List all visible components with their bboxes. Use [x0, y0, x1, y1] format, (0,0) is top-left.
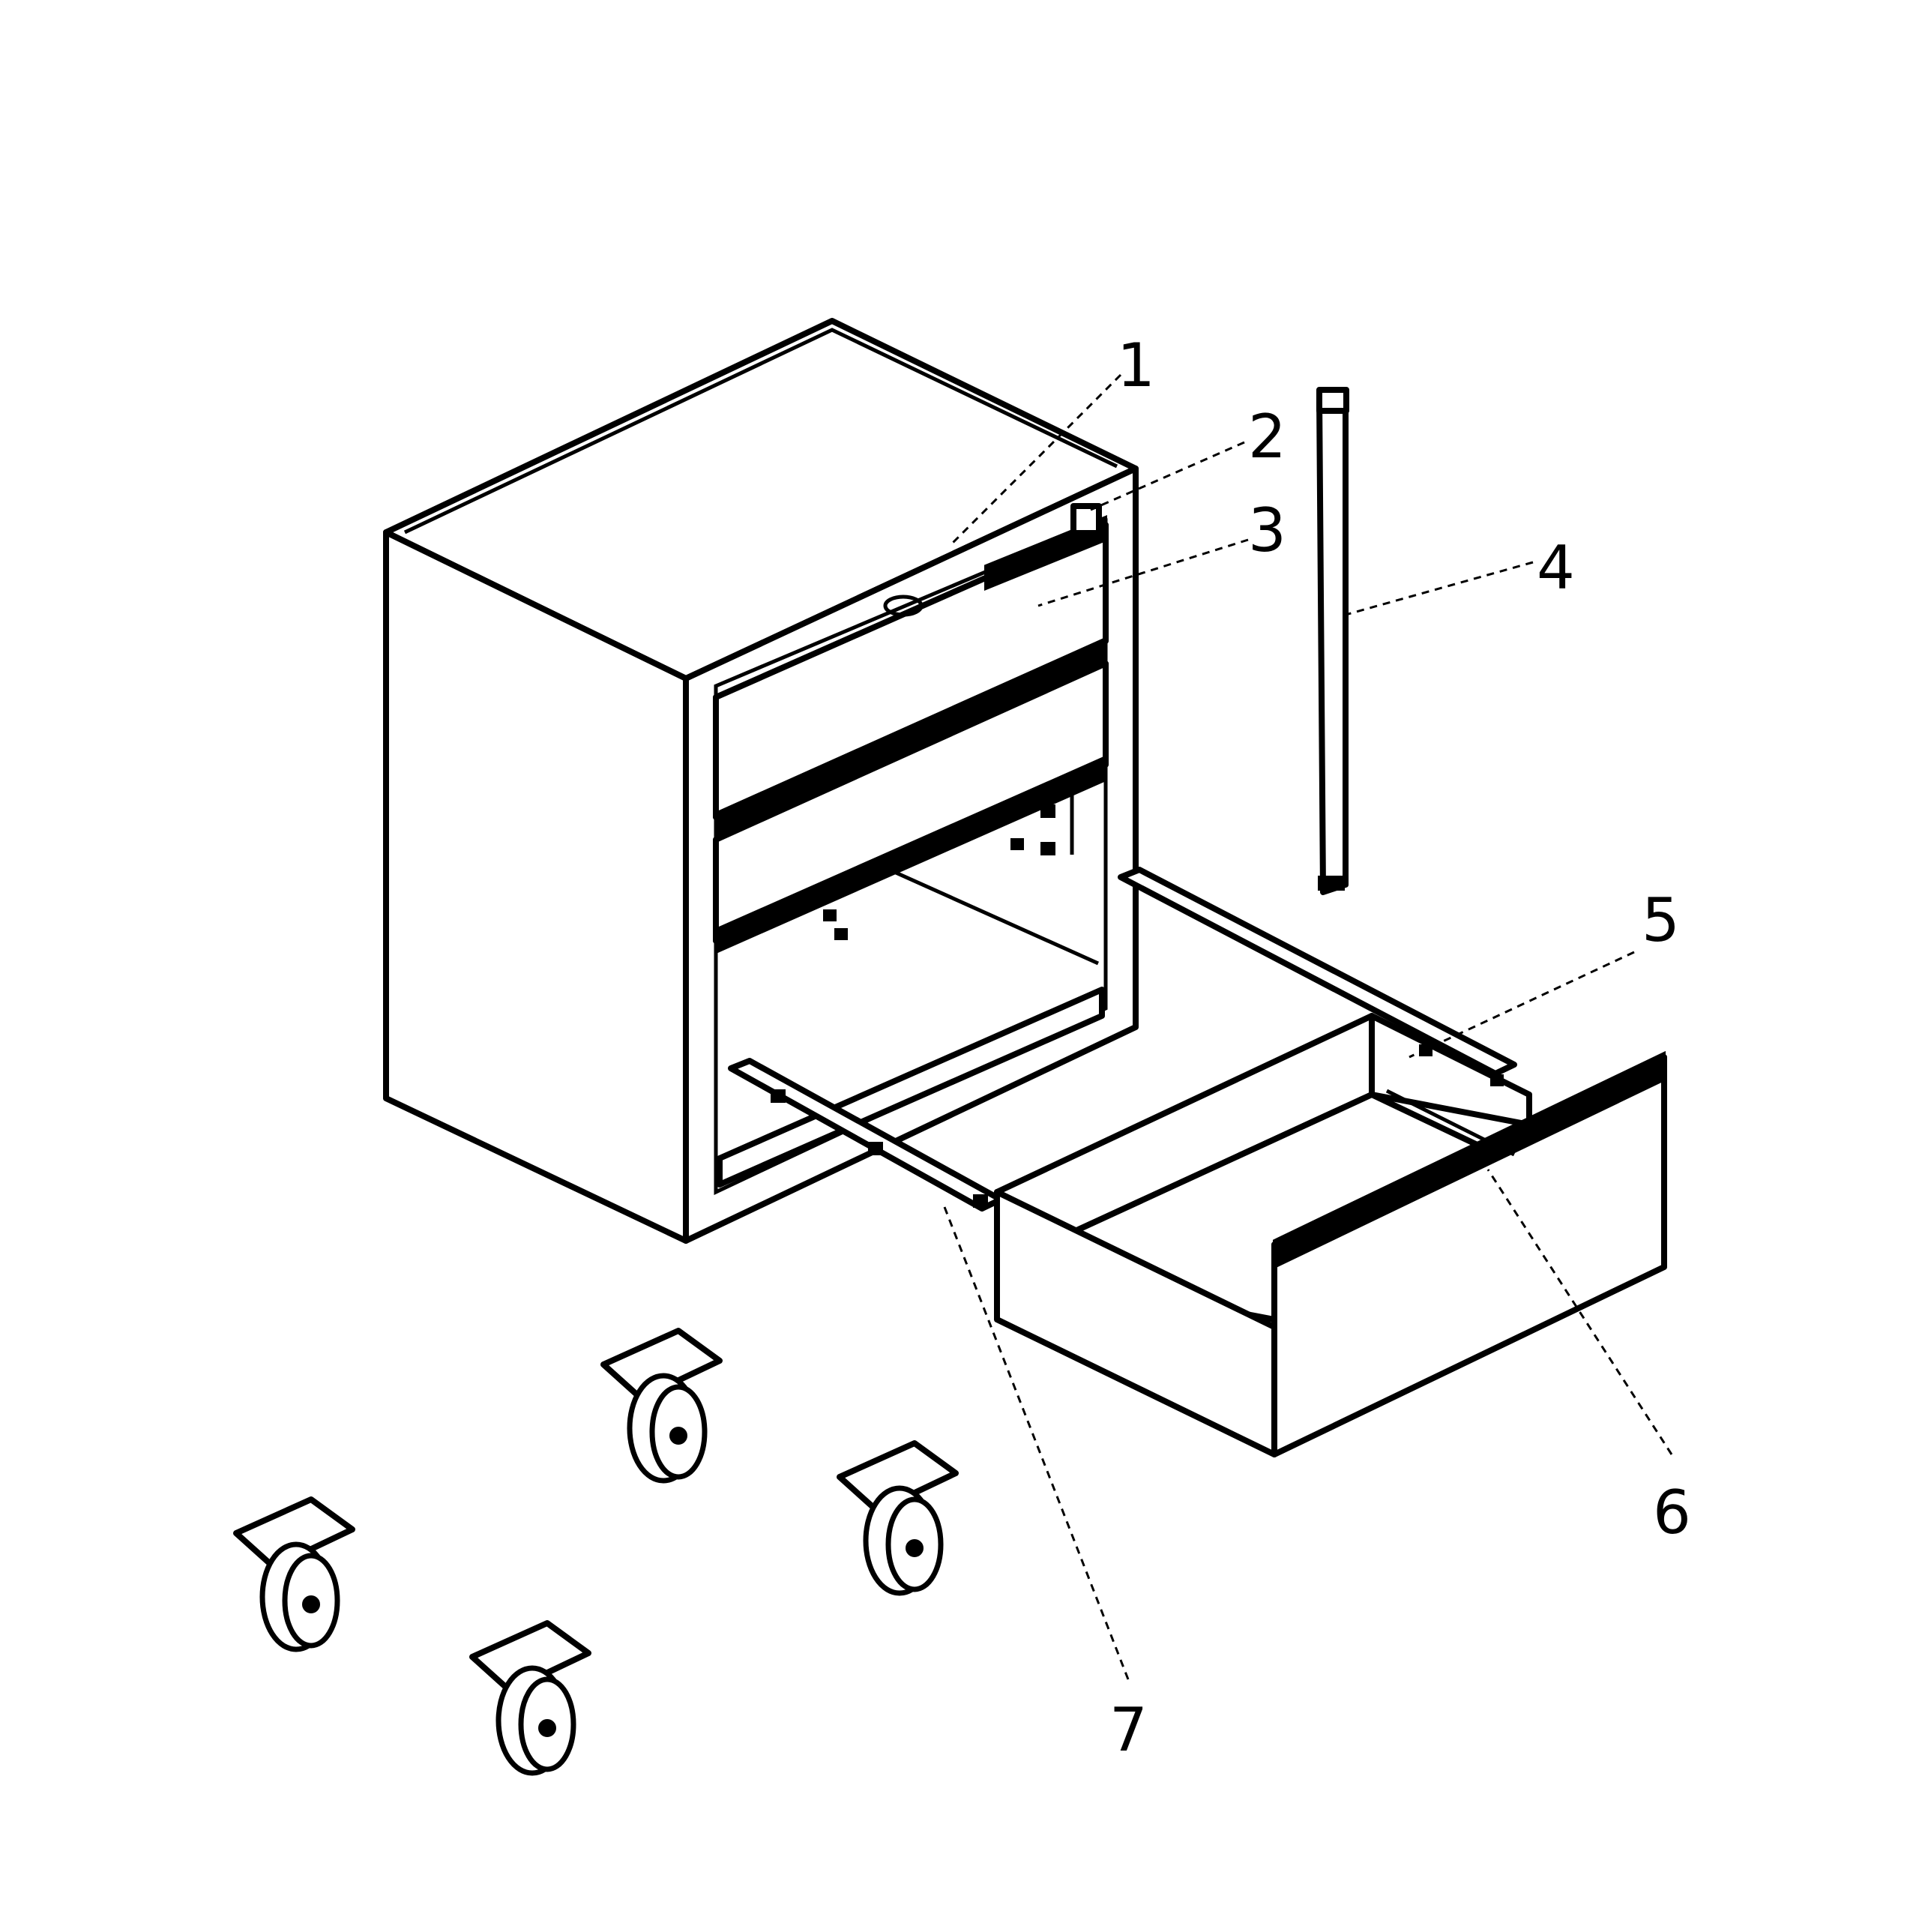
caster-wheel [600, 1328, 723, 1484]
caster-wheel [837, 1440, 959, 1596]
callout-1: 1 [1117, 331, 1155, 400]
caster-wheel [469, 1620, 591, 1776]
callout-5: 5 [1642, 885, 1680, 955]
callout-4: 4 [1537, 533, 1575, 603]
tool-cabinet [383, 318, 1139, 1244]
cabinet-front-opening [714, 518, 1108, 1195]
caster-wheel [233, 1496, 355, 1652]
drawer-lock-icon [883, 595, 924, 617]
callout-3: 3 [1248, 496, 1286, 565]
callout-labels: 1 2 3 4 5 6 7 [1109, 331, 1691, 1765]
lock-part [1070, 503, 1102, 536]
callout-7: 7 [1109, 1695, 1148, 1765]
drawer-divider-bar [1316, 387, 1349, 895]
pulled-out-drawer [994, 1013, 1667, 1457]
drawer-front-handle [1273, 1050, 1666, 1270]
rear-drawer-slide [1118, 867, 1517, 1077]
callout-6: 6 [1653, 1478, 1691, 1547]
leader-lines [943, 373, 1673, 1680]
callout-2: 2 [1248, 402, 1286, 472]
